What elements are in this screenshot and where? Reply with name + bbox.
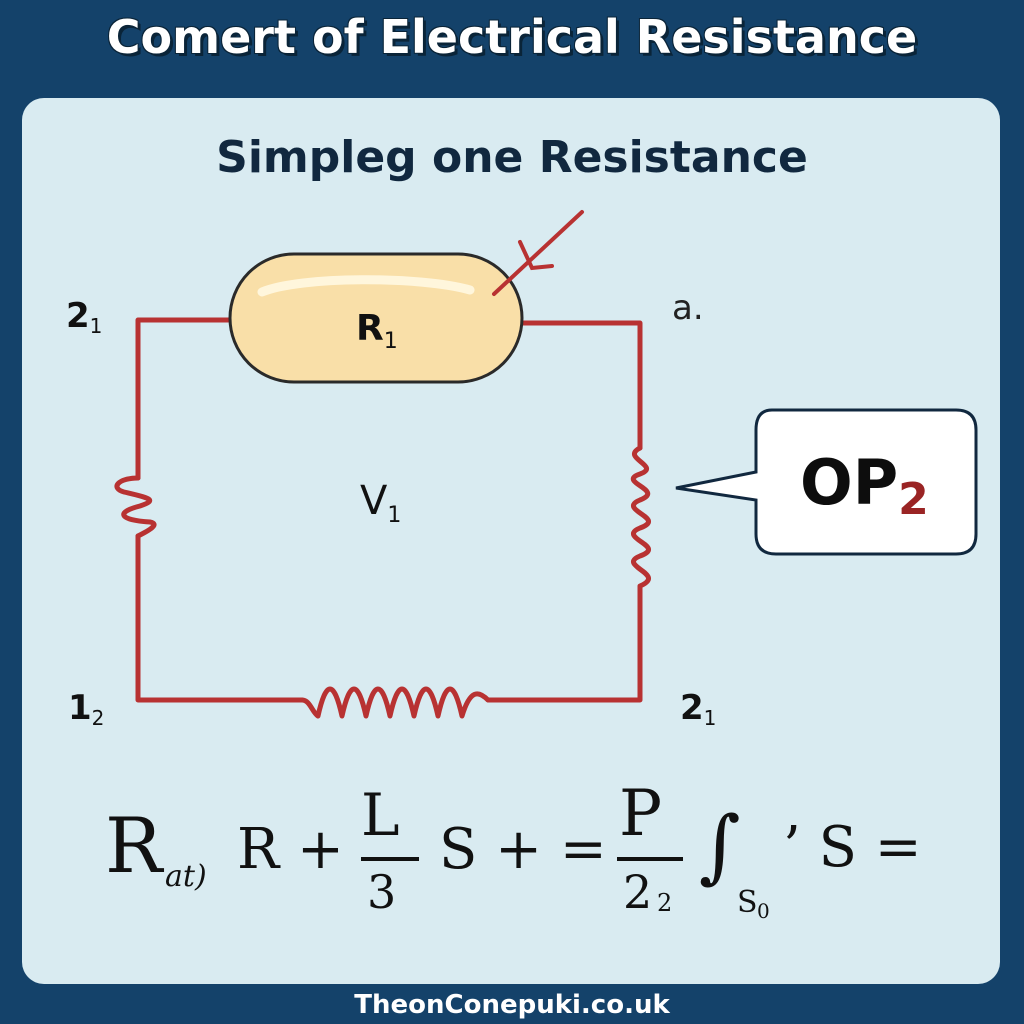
formula-r-subscript: at) bbox=[165, 859, 207, 894]
left-resistor bbox=[114, 475, 157, 539]
wire-bottom-right bbox=[485, 595, 643, 703]
arrow-icon bbox=[492, 210, 584, 296]
wire-left-lower bbox=[135, 533, 305, 703]
formula-frac2-denominator: 2 bbox=[623, 865, 653, 919]
node-label-bottom-left: 12 bbox=[68, 688, 105, 730]
voltage-v1-label: V1 bbox=[360, 478, 402, 528]
formula-frac2-numerator: P bbox=[619, 777, 663, 851]
node-label-top-left: 21 bbox=[66, 296, 103, 338]
formula-s-equals: ’ S = bbox=[783, 815, 922, 880]
formula-integral-lower-sub: 0 bbox=[757, 899, 770, 923]
wire-top-right bbox=[519, 320, 643, 451]
wire-top-left bbox=[135, 317, 249, 481]
formula-frac2-bar bbox=[617, 857, 683, 861]
formula-r: R bbox=[105, 801, 163, 890]
formula-r-plus: R + bbox=[237, 817, 344, 882]
right-resistor bbox=[630, 445, 651, 601]
formula-frac1-numerator: L bbox=[361, 781, 400, 849]
node-label-top-right: a. bbox=[672, 288, 704, 328]
resistor-highlight bbox=[257, 275, 475, 297]
resistor-r1-label: R1 bbox=[356, 308, 398, 354]
callout-bubble bbox=[675, 408, 978, 556]
formula-integral-lower: S bbox=[737, 885, 758, 920]
footer-site: TheonConepuki.co.uk bbox=[354, 990, 670, 1020]
formula-s-plus-equals: S + = bbox=[439, 817, 607, 882]
node-label-bottom-right: 21 bbox=[680, 688, 717, 730]
formula-frac1-denominator: 3 bbox=[367, 865, 397, 919]
diagram-subtitle: Simpleg one Resistance bbox=[216, 132, 808, 183]
formula-frac2-denominator-sub: 2 bbox=[657, 889, 673, 917]
integral-icon: ∫ bbox=[699, 799, 741, 892]
bottom-resistor bbox=[299, 686, 491, 719]
callout-text: OP2 bbox=[800, 446, 929, 525]
resistance-formula: R at) R + L 3 S + = P 2 2 ∫ S 0 ’ S = bbox=[105, 777, 925, 935]
formula-frac1-bar bbox=[361, 857, 419, 861]
page-title: Comert of Electrical Resistance bbox=[106, 10, 918, 64]
